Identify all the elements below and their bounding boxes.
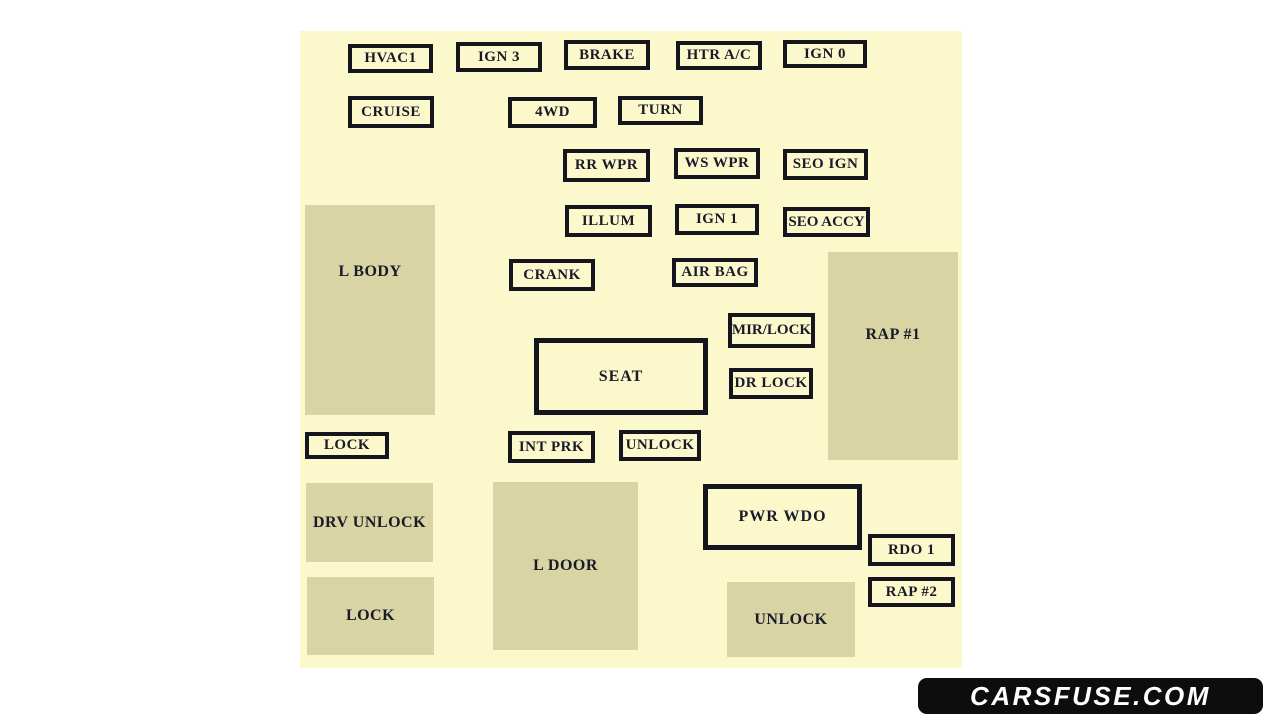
fuse-mir-lock: MIR/LOCK xyxy=(728,313,815,348)
fuse-brake: BRAKE xyxy=(564,40,650,70)
block-l-body: L BODY xyxy=(305,205,435,415)
fuse-turn: TURN xyxy=(618,96,703,125)
fuse-pwr-wdo: PWR WDO xyxy=(703,484,862,550)
fuse-crank: CRANK xyxy=(509,259,595,291)
fuse-lock-mid: LOCK xyxy=(305,432,389,459)
block-unlock-bottom: UNLOCK xyxy=(727,582,855,657)
fuse-seo-accy: SEO ACCY xyxy=(783,207,870,237)
fuse-hvac1: HVAC1 xyxy=(348,44,433,73)
block-rap-1: RAP #1 xyxy=(828,252,958,460)
fuse-illum: ILLUM xyxy=(565,205,652,237)
fuse-htr-ac: HTR A/C xyxy=(676,41,762,70)
block-drv-unlock: DRV UNLOCK xyxy=(306,483,433,562)
fuse-int-prk: INT PRK xyxy=(508,431,595,463)
carsfuse-watermark: CARSFUSE.COM xyxy=(918,678,1263,714)
fuse-rap-2: RAP #2 xyxy=(868,577,955,607)
fuse-seo-ign: SEO IGN xyxy=(783,149,868,180)
fuse-cruise: CRUISE xyxy=(348,96,434,128)
fuse-ign-0: IGN 0 xyxy=(783,40,867,68)
fuse-seat: SEAT xyxy=(534,338,708,415)
carsfuse-watermark-text: CARSFUSE.COM xyxy=(970,680,1211,711)
fuse-rr-wpr: RR WPR xyxy=(563,149,650,182)
fuse-ign-3: IGN 3 xyxy=(456,42,542,72)
fuse-4wd: 4WD xyxy=(508,97,597,128)
fuse-dr-lock: DR LOCK xyxy=(729,368,813,399)
fuse-ign-1: IGN 1 xyxy=(675,204,759,235)
fuse-air-bag: AIR BAG xyxy=(672,258,758,287)
fuse-unlock-mid: UNLOCK xyxy=(619,430,701,461)
block-lock-bottom: LOCK xyxy=(307,577,434,655)
block-l-door: L DOOR xyxy=(493,482,638,650)
fuse-ws-wpr: WS WPR xyxy=(674,148,760,179)
fuse-rdo-1: RDO 1 xyxy=(868,534,955,566)
